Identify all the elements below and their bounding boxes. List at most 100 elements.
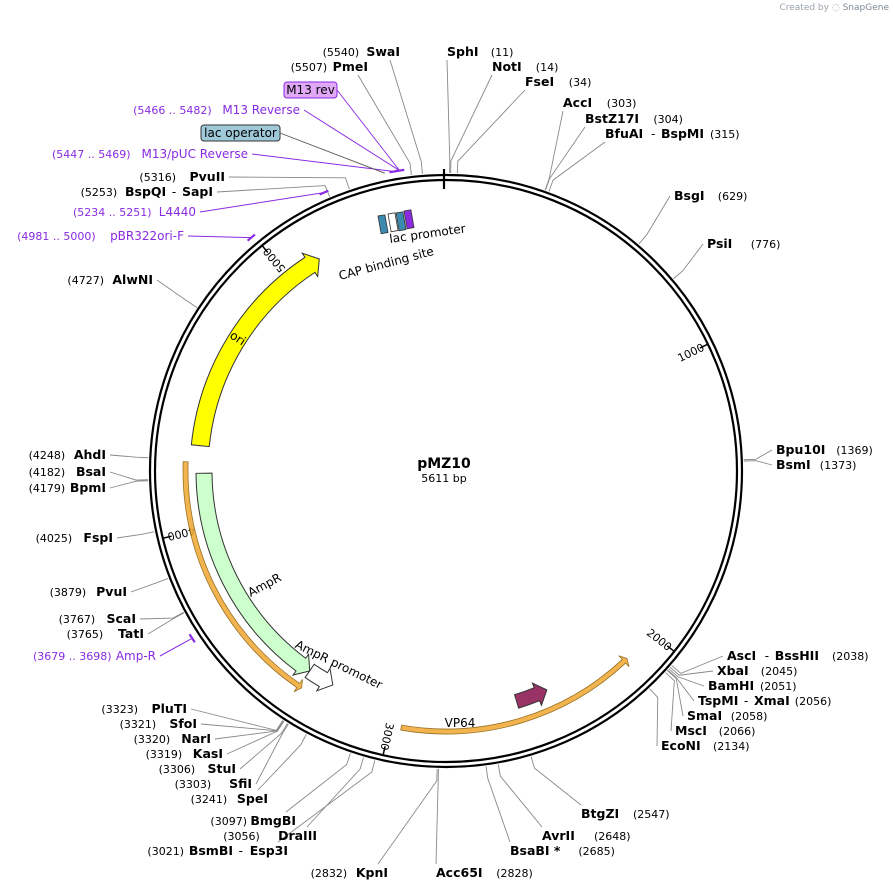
restriction-site-msci: MscI(2066) (665, 672, 756, 738)
site-leader-line (109, 471, 149, 481)
restriction-site-bfuai: BfuAI-BspMI(315) (548, 126, 740, 192)
enzyme-name: XmaI (754, 693, 790, 708)
site-leader-line (139, 611, 184, 620)
enzyme-separator: - (651, 127, 655, 141)
site-leader-line (228, 176, 350, 190)
site-leader-line (200, 720, 284, 732)
enzyme-name: PsiI (707, 236, 732, 251)
site-position: (3306) (159, 763, 196, 776)
snapgene-logo-icon: ◌ (831, 3, 840, 13)
enzyme-name: BsmBI (189, 843, 233, 858)
site-leader-line (226, 720, 285, 755)
site-position: (3056) (223, 830, 260, 843)
site-leader-line (435, 768, 439, 865)
restriction-site-ahdi: AhdI(4248) (29, 447, 149, 462)
restriction-site-psii: PsiI (776) (673, 236, 781, 279)
restriction-site-bspqi: SapI-BspQI(5253) (81, 184, 331, 199)
primer-pbr322orif: pBR322ori-F(4981 .. 5000) (17, 229, 256, 243)
restriction-site-bsmbi: Esp3I-BsmBI(3021) (147, 760, 376, 858)
primer-leader-line (303, 109, 400, 171)
site-position: (5316) (139, 171, 176, 184)
restriction-site-bpmi: BpmI(4179) (29, 480, 149, 495)
enzyme-name: BsaBI * (510, 843, 561, 858)
enzyme-name: BsmI (776, 457, 811, 472)
site-position: (2056) (795, 695, 832, 708)
enzyme-name: SapI (182, 184, 213, 199)
boxed-label-text: lac operator (204, 126, 277, 140)
primer-leader-line (199, 192, 325, 213)
tick-label: 2000 (644, 626, 674, 654)
primer-layer: M13 Reverse(5466 .. 5482)M13/pUC Reverse… (17, 81, 405, 663)
small-feature-box (403, 209, 415, 230)
tick-mark (163, 535, 172, 539)
boxed-label-leader (279, 132, 385, 174)
boxed-label: lac operator (200, 124, 385, 174)
site-leader-line (306, 757, 364, 828)
site-leader-line (456, 89, 526, 174)
restriction-site-pluti: PluTI(3323) (101, 701, 284, 731)
restriction-site-bsgi: BsgI(629) (638, 188, 747, 245)
primer-range: (5447 .. 5469) (52, 148, 131, 161)
small-feature-box (395, 211, 407, 232)
enzyme-name: FspI (83, 530, 113, 545)
site-leader-line (638, 195, 671, 245)
enzyme-name: NotI (492, 59, 522, 74)
site-leader-line (277, 760, 376, 843)
tick-label: 3000 (377, 721, 396, 751)
primer-name: M13 Reverse (222, 103, 300, 117)
primer-binding-mark (389, 169, 400, 174)
enzyme-name: BssHII (775, 648, 819, 663)
restriction-site-bsabi: BsaBI *(2685) (485, 766, 615, 858)
small-feature-box (387, 212, 399, 233)
enzyme-name: FseI (525, 74, 554, 89)
tick-label: 4000 (166, 524, 196, 543)
site-position: (2066) (719, 725, 756, 738)
site-position: (3321) (120, 718, 157, 731)
enzyme-name: SpeI (237, 791, 268, 806)
site-leader-line (109, 454, 149, 459)
restriction-site-bpu10i: Bpu10I(1369) (743, 442, 873, 461)
tick-mark (262, 245, 269, 253)
restriction-site-scai: ScaI(3767) (59, 611, 184, 626)
site-position: (2045) (761, 665, 798, 678)
restriction-site-asci: AscI-BssHII(2038) (671, 648, 869, 674)
site-position: (3765) (67, 628, 104, 641)
enzyme-name: SfiI (229, 776, 252, 791)
site-position: (3320) (134, 733, 171, 746)
enzyme-name: AvrII (542, 828, 575, 843)
primer-name: Amp-R (116, 649, 156, 663)
enzyme-name: AscI (727, 648, 756, 663)
boxed-label-text: M13 rev (286, 83, 335, 97)
orf-arrow (400, 655, 630, 735)
site-position: (2828) (496, 867, 533, 880)
enzyme-separator: - (172, 185, 176, 199)
restriction-site-kpni: KpnI(2832) (311, 768, 438, 880)
site-leader-line (156, 279, 198, 308)
site-position: (3241) (191, 793, 228, 806)
tick-mark (699, 343, 708, 349)
primer-range: (5234 .. 5251) (73, 206, 152, 219)
primer-leader-line (251, 153, 395, 172)
site-leader-line (377, 768, 438, 865)
site-leader-line (109, 480, 149, 489)
site-leader-line (216, 185, 331, 197)
site-position: (1373) (820, 459, 857, 472)
backbone (148, 169, 744, 769)
enzyme-name: SwaI (366, 44, 400, 59)
site-position: (4727) (67, 274, 104, 287)
site-position: (2051) (760, 680, 797, 693)
primer-range: (4981 .. 5000) (17, 230, 96, 243)
enzyme-name: BspMI (661, 126, 704, 141)
enzyme-name: KpnI (356, 865, 388, 880)
enzyme-name: PvuI (96, 584, 127, 599)
plasmid-name: pMZ10 (417, 456, 471, 472)
site-position: (11) (491, 46, 514, 59)
restriction-site-spei: SpeI (3241) (191, 734, 307, 806)
primer-m13pucreverse: M13/pUC Reverse(5447 .. 5469) (52, 147, 400, 174)
enzyme-name: PvuII (189, 169, 225, 184)
site-position: (1369) (836, 444, 873, 457)
site-position: (776) (751, 238, 781, 251)
site-position: (303) (607, 97, 637, 110)
site-leader-line (673, 243, 704, 279)
enzyme-name: Esp3I (250, 843, 288, 858)
